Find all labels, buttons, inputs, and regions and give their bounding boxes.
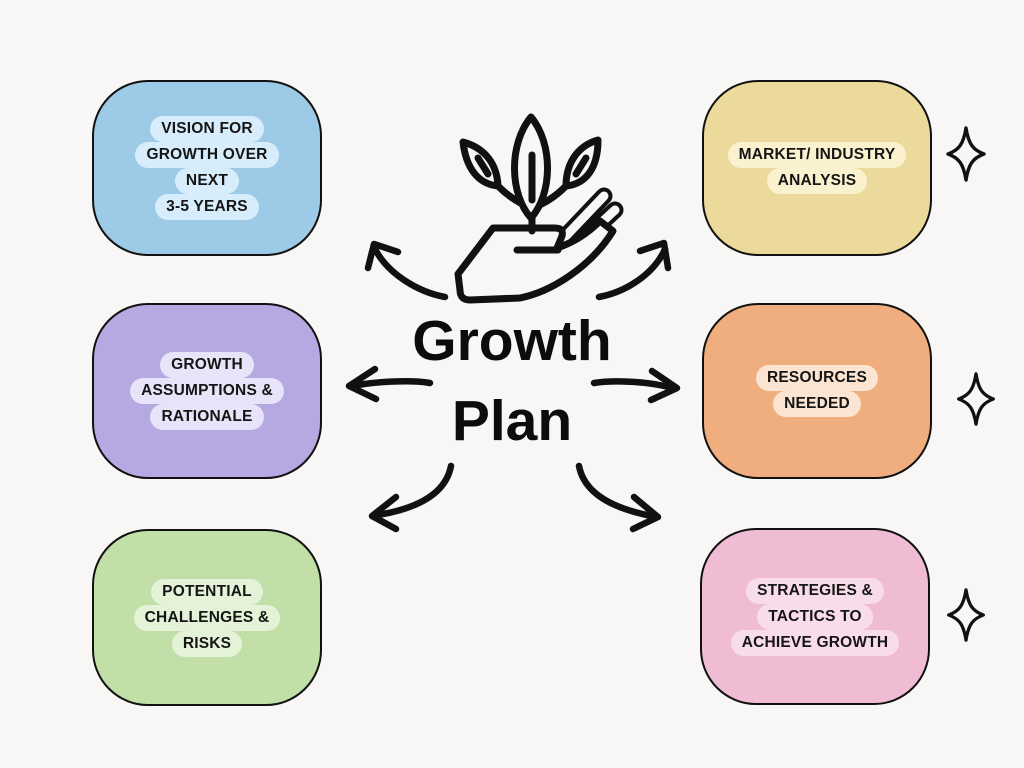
box-challenges-line: RISKS	[171, 630, 243, 657]
page-title-line1: Growth	[412, 309, 612, 373]
arrow-right-icon	[590, 367, 681, 404]
page-title: Growth Plan	[0, 301, 1024, 461]
box-vision-line: GROWTH OVER	[135, 142, 279, 168]
box-resources-line: RESOURCES	[756, 365, 878, 391]
arrow-up-left-icon	[364, 240, 449, 301]
box-assumptions-line: ASSUMPTIONS &	[130, 378, 284, 404]
sparkle-icon	[947, 588, 985, 642]
arrow-down-right-icon	[575, 462, 662, 533]
box-challenges-label: POTENTIAL CHALLENGES & RISKS	[133, 578, 281, 657]
box-market-label: MARKET/ INDUSTRY ANALYSIS	[727, 142, 907, 194]
hand-holding-plant-icon	[454, 113, 624, 304]
sparkle-icon	[957, 372, 995, 426]
box-assumptions-label: GROWTH ASSUMPTIONS & RATIONALE	[130, 352, 284, 430]
box-resources: RESOURCES NEEDED	[702, 303, 932, 479]
box-vision-label: VISION FOR GROWTH OVER NEXT 3-5 YEARS	[135, 116, 279, 220]
box-assumptions: GROWTH ASSUMPTIONS & RATIONALE	[92, 303, 322, 479]
box-resources-line: NEEDED	[773, 391, 861, 417]
sparkle-icon	[946, 126, 986, 182]
box-strategies-line: ACHIEVE GROWTH	[730, 629, 900, 656]
page-title-line2: Plan	[451, 389, 573, 453]
box-market: MARKET/ INDUSTRY ANALYSIS	[702, 80, 932, 256]
box-market-line: MARKET/ INDUSTRY	[727, 142, 907, 168]
arrow-up-right-icon	[595, 239, 672, 301]
box-strategies-label: STRATEGIES & TACTICS TO ACHIEVE GROWTH	[730, 577, 900, 656]
arrow-down-left-icon	[368, 462, 455, 533]
box-challenges-line: CHALLENGES &	[133, 604, 281, 631]
arrow-left-icon	[345, 365, 434, 403]
box-assumptions-line: GROWTH	[160, 352, 254, 378]
box-vision-line: VISION FOR	[150, 116, 264, 142]
box-vision-line: 3-5 YEARS	[155, 194, 259, 220]
box-assumptions-line: RATIONALE	[150, 404, 264, 430]
box-vision: VISION FOR GROWTH OVER NEXT 3-5 YEARS	[92, 80, 322, 256]
box-strategies-line: STRATEGIES &	[746, 577, 884, 604]
box-market-line: ANALYSIS	[766, 168, 868, 194]
box-vision-line: NEXT	[174, 168, 240, 194]
box-resources-label: RESOURCES NEEDED	[756, 365, 878, 417]
box-strategies: STRATEGIES & TACTICS TO ACHIEVE GROWTH	[700, 528, 930, 705]
box-challenges: POTENTIAL CHALLENGES & RISKS	[92, 529, 322, 706]
box-challenges-line: POTENTIAL	[151, 578, 263, 605]
box-strategies-line: TACTICS TO	[757, 603, 873, 630]
